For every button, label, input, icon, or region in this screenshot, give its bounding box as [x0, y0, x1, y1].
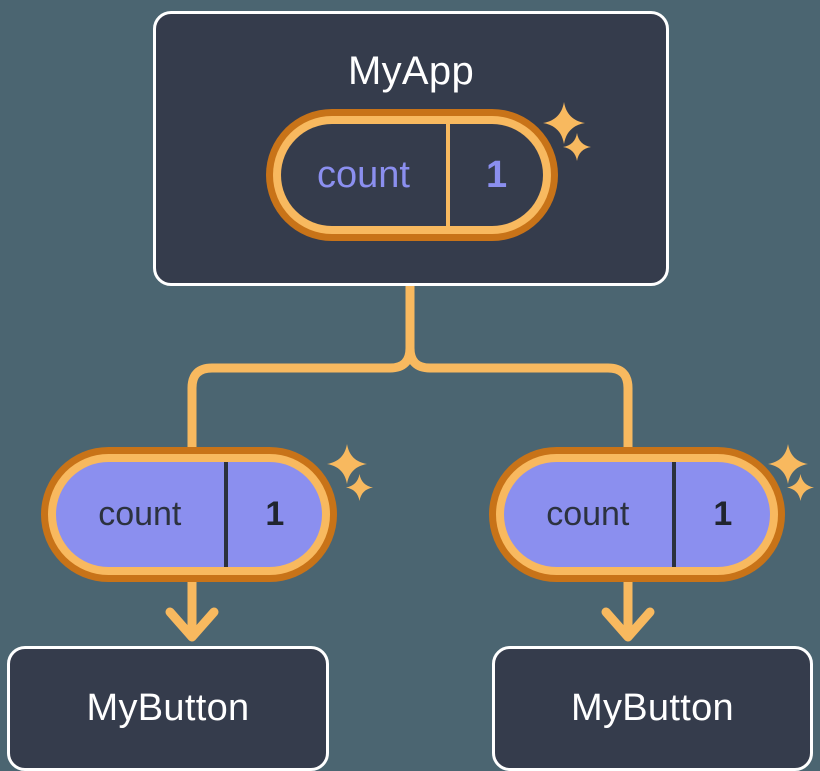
- state-key-label: count: [98, 495, 182, 533]
- state-pill-ring: count 1: [273, 116, 551, 234]
- state-value-label: 1: [223, 462, 322, 567]
- sparkle-icon-small: [787, 474, 814, 501]
- state-pill-myapp[interactable]: count 1: [266, 109, 558, 241]
- sparkle-icon: [327, 444, 367, 484]
- state-value-label: 1: [671, 462, 770, 567]
- state-pill-body: count 1: [56, 462, 322, 567]
- state-pill-ring: count 1: [496, 454, 778, 575]
- component-title-mybutton-left: MyButton: [86, 687, 250, 729]
- tree-connector-path: [405, 281, 633, 457]
- sparkle-icon-small: [346, 474, 373, 501]
- component-title-myapp: MyApp: [348, 49, 474, 93]
- component-box-mybutton-right[interactable]: MyButton: [492, 646, 813, 771]
- state-pill-ring: count 1: [48, 454, 330, 575]
- component-box-mybutton-left[interactable]: MyButton: [7, 646, 329, 771]
- state-pill-child-left[interactable]: count 1: [41, 447, 337, 582]
- state-pill-body: count 1: [281, 124, 543, 226]
- state-key-label: count: [546, 495, 630, 533]
- tree-connector-path-left: [187, 343, 415, 457]
- state-pill-body: count 1: [504, 462, 770, 567]
- prop-arrow-right-head: [601, 607, 655, 642]
- state-pill-child-right[interactable]: count 1: [489, 447, 785, 582]
- prop-arrow-left-head: [165, 607, 219, 642]
- state-key-label: count: [317, 153, 410, 196]
- state-value-label: 1: [446, 124, 543, 226]
- component-title-mybutton-right: MyButton: [571, 687, 734, 729]
